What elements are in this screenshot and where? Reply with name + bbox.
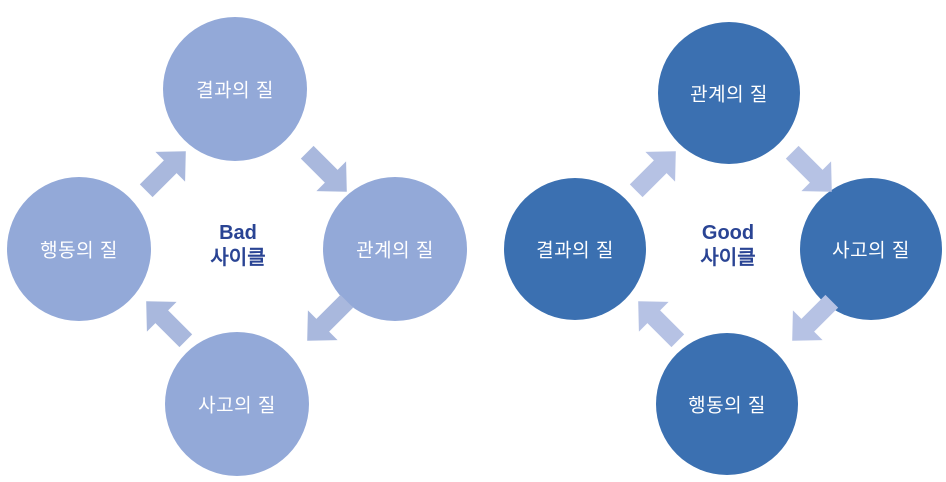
bad-cycle-graphic bbox=[7, 17, 467, 476]
node-circle-left bbox=[7, 177, 151, 321]
node-circle-top bbox=[163, 17, 307, 161]
arrow-down-right-icon bbox=[785, 145, 832, 192]
cycle-title-line2: 사이클 bbox=[700, 247, 756, 269]
node-circle-right bbox=[800, 178, 942, 320]
node-label-bottom: 행동의 질 bbox=[688, 395, 766, 417]
arrow-up-right-icon bbox=[139, 151, 186, 198]
node-label-top: 결과의 질 bbox=[196, 80, 274, 102]
arrow-up-left-icon bbox=[638, 301, 685, 348]
arrow-down-right-icon bbox=[300, 145, 347, 192]
node-circle-bottom bbox=[656, 333, 798, 475]
node-circle-right bbox=[323, 177, 467, 321]
node-circle-bottom bbox=[165, 332, 309, 476]
bad-cycle-diagram: 결과의 질 관계의 질 사고의 질 행동의 질 Bad 사이클 bbox=[7, 17, 467, 476]
arrow-up-right-icon bbox=[629, 151, 676, 198]
cycle-title-line2: 사이클 bbox=[210, 247, 266, 269]
cycle-title-line1: Good bbox=[701, 222, 755, 244]
node-circle-left bbox=[504, 178, 646, 320]
node-label-left: 결과의 질 bbox=[536, 240, 614, 262]
good-cycle-graphic bbox=[504, 22, 942, 475]
node-label-top: 관계의 질 bbox=[690, 84, 768, 106]
node-label-right: 관계의 질 bbox=[356, 240, 434, 262]
arrow-down-left-icon bbox=[307, 294, 354, 341]
arrow-down-left-icon bbox=[792, 294, 839, 341]
node-label-bottom: 사고의 질 bbox=[198, 395, 276, 417]
good-cycle-diagram: 관계의 질 사고의 질 행동의 질 결과의 질 Good 사이클 bbox=[473, 0, 946, 482]
cycle-title-good: Good 사이클 bbox=[700, 221, 755, 271]
node-label-right: 사고의 질 bbox=[832, 240, 910, 262]
cycle-title-bad: Bad 사이클 bbox=[210, 221, 265, 271]
node-label-left: 행동의 질 bbox=[40, 240, 118, 262]
cycle-title-line1: Bad bbox=[219, 222, 257, 244]
arrow-up-left-icon bbox=[146, 301, 193, 348]
node-circle-top bbox=[658, 22, 800, 164]
